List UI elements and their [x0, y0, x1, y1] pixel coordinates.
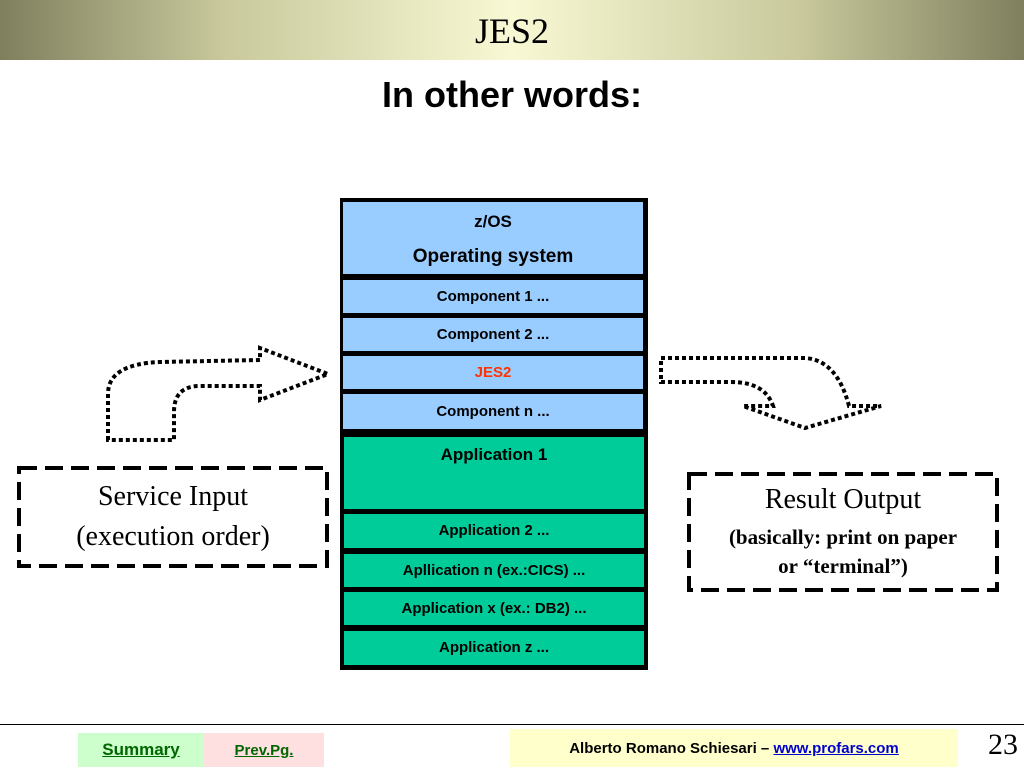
header-bar: JES2: [0, 0, 1024, 60]
os-name: z/OS: [474, 212, 512, 231]
application-1-layer: Application 1: [344, 437, 644, 509]
summary-button[interactable]: Summary: [78, 733, 204, 767]
author-website-link[interactable]: www.profars.com: [773, 739, 899, 757]
result-output-box: [687, 472, 999, 592]
application-z-layer: Application z ...: [344, 631, 644, 665]
result-output-line3: or “terminal”): [778, 554, 908, 578]
system-stack: z/OS Operating system Component 1 ... Co…: [340, 198, 648, 670]
result-output-line1: Result Output: [764, 484, 922, 515]
application-x-layer: Application x (ex.: DB2) ...: [344, 592, 644, 625]
component-2-layer: Component 2 ...: [343, 318, 643, 351]
input-arrow-shape: [106, 345, 334, 442]
input-arrow: [106, 345, 334, 442]
component-n-layer: Component n ...: [343, 394, 643, 429]
slide-subtitle: In other words:: [382, 74, 642, 115]
os-description: Operating system: [412, 246, 574, 267]
component-1-label: Component 1 ...: [436, 288, 550, 305]
summary-link[interactable]: Summary: [102, 740, 180, 759]
application-1-label: Application 1: [440, 445, 548, 464]
component-n-label: Component n ...: [436, 403, 550, 420]
author-credit: Alberto Romano Schiesari – www.profars.c…: [510, 729, 958, 767]
output-arrow-shape: [659, 356, 882, 431]
jes2-label: JES2: [474, 364, 512, 381]
previous-page-link[interactable]: Prev.Pg.: [234, 741, 294, 759]
application-z-label: Application z ...: [438, 639, 549, 656]
result-output-line2: (basically: print on paper: [728, 525, 958, 549]
service-input-border: [17, 466, 329, 568]
footer-divider: [0, 724, 1024, 725]
service-input-box: [17, 466, 329, 568]
author-name: Alberto Romano Schiesari –: [569, 739, 774, 757]
application-2-label: Application 2 ...: [438, 522, 550, 539]
previous-page-button[interactable]: Prev.Pg.: [204, 733, 324, 767]
result-output-border: [687, 472, 999, 592]
component-2-label: Component 2 ...: [436, 326, 550, 343]
service-input-line1: Service Input: [97, 481, 249, 512]
header-title: JES2: [474, 11, 550, 51]
application-2-layer: Application 2 ...: [344, 514, 644, 548]
application-n-layer: Apllication n (ex.:CICS) ...: [344, 554, 644, 587]
service-input-line2: (execution order): [76, 521, 270, 552]
page-number: 23: [988, 728, 1018, 761]
jes2-layer: JES2: [343, 356, 643, 389]
os-layer: z/OS Operating system: [343, 202, 643, 274]
application-n-label: Apllication n (ex.:CICS) ...: [402, 562, 586, 579]
application-x-label: Application x (ex.: DB2) ...: [401, 600, 587, 617]
component-1-layer: Component 1 ...: [343, 280, 643, 313]
output-arrow: [659, 356, 882, 431]
